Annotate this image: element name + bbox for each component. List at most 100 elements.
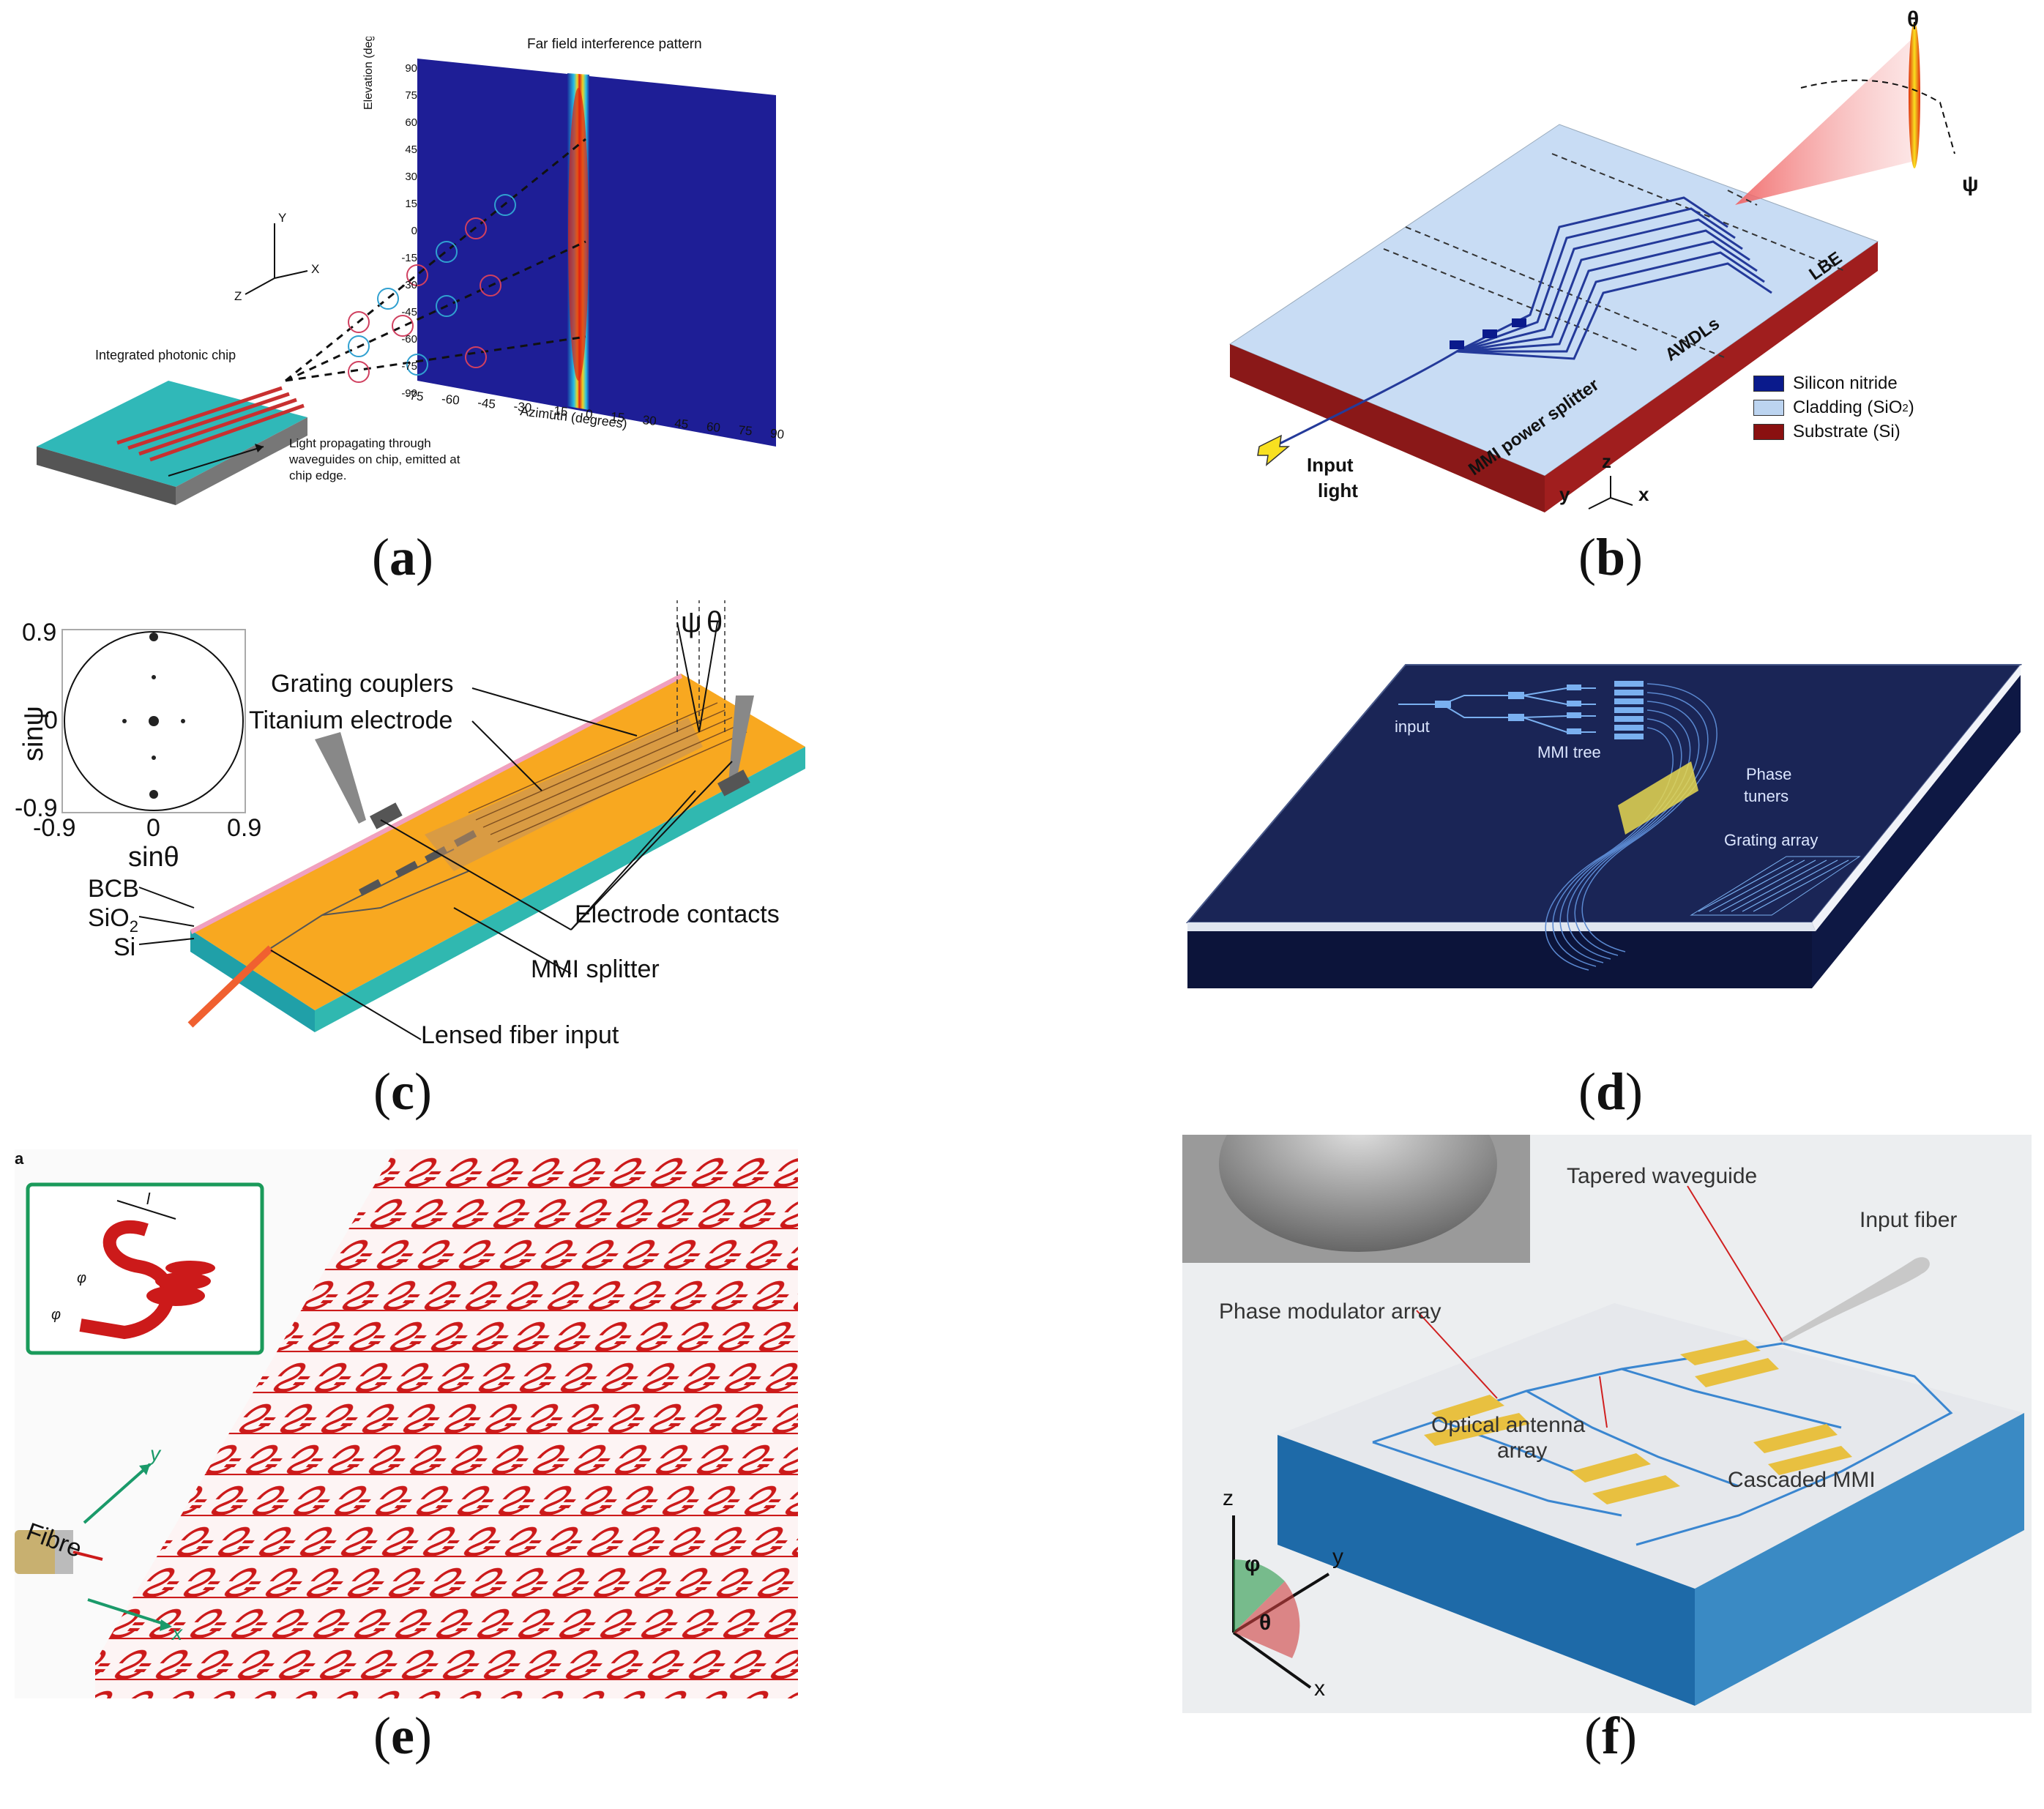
axis-y-label: y [1332,1545,1343,1569]
chip-label: Integrated photonic chip [95,348,236,362]
legend-swatch [1753,376,1784,392]
ytick: 60 [405,116,417,129]
inset-length-label: l [146,1190,150,1208]
panel-c-graphic [61,600,805,1040]
caption-b: (b) [1578,528,1643,586]
panel-c: 0.9 0 -0.9 -0.9 0 0.9 sinψ sinθ ψ θ Grat… [15,600,835,1054]
mmi-tree-label: MMI tree [1537,743,1601,761]
caption-c-letter: c [391,1062,414,1121]
caption-a-letter: a [389,528,416,586]
axis-x-label: x [1638,483,1649,505]
panel-e-corner-label: a [15,1149,24,1168]
sinpsi-label: sinψ [18,706,49,761]
caption-d-letter: d [1595,1062,1626,1121]
x-axis-label: x [172,1622,182,1644]
phase-tuners [1618,761,1698,835]
legend-item: Silicon nitride [1753,373,1898,394]
ytick: -15 [401,252,417,264]
bcb-label: BCB [88,875,139,903]
input-light-label-1: Input [1307,454,1354,476]
psi-label: ψ [681,606,702,638]
sinpsi-tick-mid: 0 [44,706,58,734]
optical-antenna-label-1: Optical antenna [1431,1413,1586,1437]
beam-spot [1909,22,1920,168]
optical-antenna-label-2: array [1497,1439,1548,1463]
phase-tuners-label-2: tuners [1744,787,1789,805]
caption-e-letter: e [391,1707,414,1765]
ytick: -45 [401,306,417,318]
panel-a-yticks: 90 75 60 45 30 15 0 -15 -30 -45 -60 -75 … [388,55,417,407]
input-label: input [1395,717,1430,736]
axis-z-label: z [1602,450,1611,472]
panel-a-graphic [37,59,776,505]
axis-y-label: Y [278,211,287,225]
caption-d: (d) [1578,1062,1643,1121]
xtick: 30 [641,413,657,428]
legend-label: Silicon nitride [1793,373,1898,393]
xtick: 60 [706,419,721,436]
tapered-waveguide-label: Tapered waveguide [1567,1164,1758,1188]
ytick: -30 [401,279,417,291]
panel-d: input MMI tree Phase tuners Grating arra… [1186,659,2028,996]
far-field-plane [417,59,776,447]
caption-f: (f) [1584,1707,1637,1765]
legend-label-tail: ) [1908,398,1914,417]
theta-label: θ [706,606,723,638]
caption-b-letter: b [1595,528,1626,586]
titanium-electrode-label: Titanium electrode [249,706,453,734]
lensed-fiber-label: Lensed fiber input [421,1021,619,1049]
sintheta-tick-mid: 0 [146,814,160,842]
psi-label: ψ [1962,172,1979,196]
xtick: 75 [737,422,753,439]
panel-a: Far field interference pattern Elevation… [22,37,798,505]
panel-a-title: Far field interference pattern [527,37,702,52]
cascaded-mmi-label: Cascaded MMI [1728,1468,1876,1492]
panel-b-graphic [1228,22,1955,512]
panel-a-ylabel: Elevation (degrees) [362,37,375,110]
xtick: -75 [405,388,425,404]
panel-f: Tapered waveguide Input fiber Phase modu… [1182,1135,2032,1713]
ytick: 45 [405,143,417,156]
theta-label: θ [1259,1611,1272,1635]
panel-e: a Fibre y x l φ φ [15,1149,798,1698]
phase-modulator-label: Phase modulator array [1219,1299,1441,1324]
axis-x-label: X [311,262,320,276]
ytick: 90 [405,62,417,75]
legend-swatch [1753,424,1784,440]
grating-array-label: Grating array [1724,831,1819,849]
propagation-note: Light propagating through waveguides on … [289,436,460,482]
chip-top [1278,1303,2024,1589]
input-fiber-label: Input fiber [1860,1208,1958,1232]
panel-d-graphic [1186,664,2023,988]
axis-y-label: y [1559,483,1570,505]
legend-swatch [1753,400,1784,416]
sinpsi-tick-bot: -0.9 [15,794,58,822]
sio2-text: SiO [88,904,130,932]
ytick: -75 [401,360,417,373]
xtick: -60 [441,392,460,408]
input-light-label-2: light [1318,480,1358,501]
ytick: 15 [405,198,417,210]
panel-f-graphic [1182,1135,2024,1706]
ytick: 0 [411,225,417,237]
axis-z-label: z [1223,1486,1234,1510]
sinpsi-tick-top: 0.9 [22,619,57,646]
inset-phase-label-1: φ [77,1270,87,1286]
y-axis-label: y [150,1442,160,1465]
ytick: 30 [405,171,417,183]
panel-e-graphic [15,1149,798,1698]
caption-c: (c) [373,1062,432,1121]
sintheta-tick-right: 0.9 [227,814,262,842]
ytick: -60 [401,333,417,346]
mmi-splitter-label: MMI splitter [531,955,660,983]
caption-e: (e) [373,1707,432,1765]
ytick: 75 [405,89,417,102]
xtick: -45 [477,395,496,411]
antenna-array [95,1149,798,1698]
legend-label: Cladding (SiO [1793,398,1903,417]
panel-b: θ ψ LBE AWDLs MMI power splitter Input l… [1215,7,2028,520]
sintheta-tick-left: -0.9 [33,814,76,842]
sio2-label: SiO2 [88,904,138,936]
theta-label: θ [1907,7,1920,31]
